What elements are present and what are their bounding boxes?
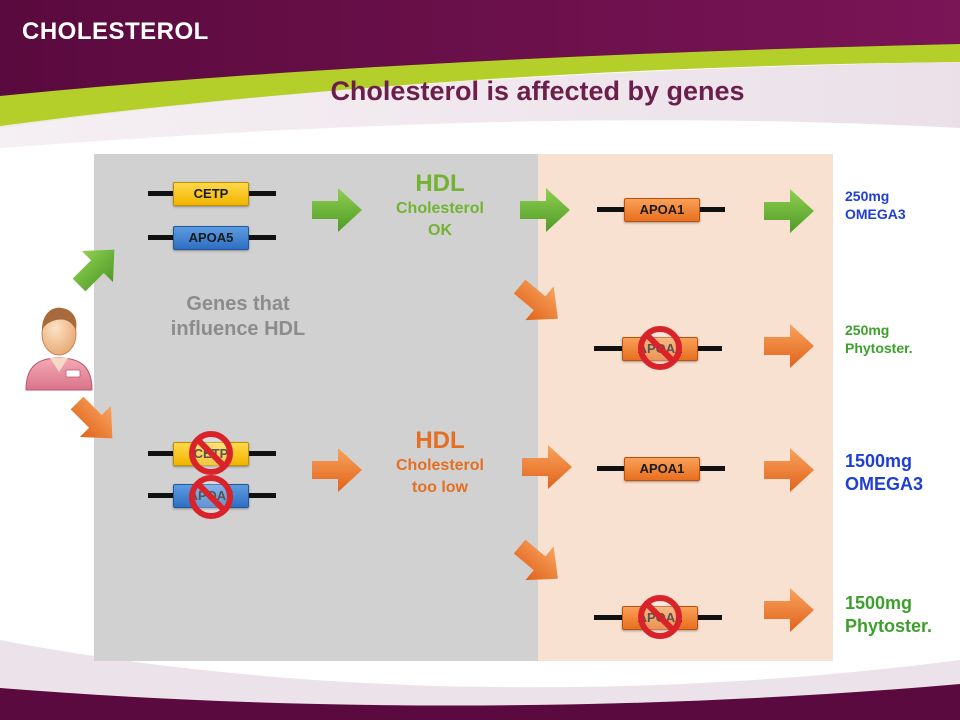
person-icon — [25, 307, 93, 391]
hdl-ok-block: HDL Cholesterol OK — [370, 170, 510, 242]
genes-label: Genes that influence HDL — [140, 292, 336, 342]
no-sign-icon — [192, 434, 230, 472]
gene-apoa1-3: APOA1 — [624, 457, 700, 481]
genes-label-line-1: Genes that — [186, 293, 290, 315]
header-green-swoosh — [0, 44, 960, 128]
hdl-ok-title: HDL — [415, 170, 465, 197]
gene-apoa5: APOA5 — [173, 226, 249, 250]
recommendation-3-name: OMEGA3 — [845, 473, 924, 494]
recommendation-4: 1500mg Phytoster. — [845, 592, 932, 637]
hdl-ok-line1: Cholesterol — [395, 200, 484, 217]
slide-title: Cholesterol is affected by genes — [330, 76, 745, 106]
gene-cetp: CETP — [173, 182, 249, 206]
header-title: CHOLESTEROL — [22, 18, 209, 45]
hdl-low-line2: too low — [412, 479, 468, 496]
recommendation-1-amount: 250mg — [845, 188, 890, 204]
hdl-low-block: HDL Cholesterol too low — [370, 427, 510, 499]
recommendation-4-name: Phytoster. — [845, 615, 933, 636]
hdl-low-title: HDL — [415, 427, 465, 454]
recommendation-1: 250mg OMEGA3 — [845, 188, 906, 223]
no-sign-icon — [641, 329, 679, 367]
recommendation-2-amount: 250mg — [845, 322, 890, 338]
recommendation-1-name: OMEGA3 — [845, 205, 906, 222]
no-sign-icon — [192, 478, 230, 516]
no-sign-icon — [641, 598, 679, 636]
hdl-ok-line2: OK — [428, 222, 452, 239]
recommendation-4-amount: 1500mg — [845, 593, 913, 613]
hdl-low-line1: Cholesterol — [395, 457, 484, 474]
footer-purple-band — [0, 684, 960, 720]
header-light-swoosh — [0, 62, 960, 148]
recommendation-2: 250mg Phytoster. — [845, 322, 913, 357]
genes-label-line-2: influence HDL — [170, 318, 306, 340]
recommendation-2-name: Phytoster. — [845, 339, 913, 356]
recommendation-3-amount: 1500mg — [845, 451, 913, 471]
gene-apoa1-1: APOA1 — [624, 198, 700, 222]
recommendation-3: 1500mg OMEGA3 — [845, 450, 923, 495]
supplement-panel — [538, 154, 833, 661]
